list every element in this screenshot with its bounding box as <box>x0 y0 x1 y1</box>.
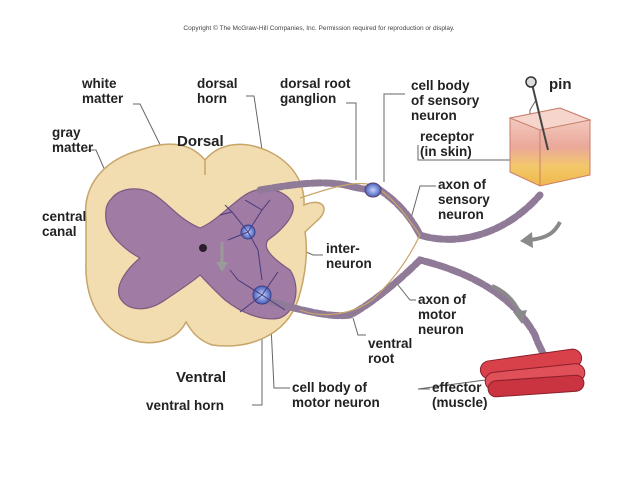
nerve-trunk <box>299 182 421 316</box>
label-axon-sensory: axon of sensory neuron <box>438 177 490 222</box>
label-gray-matter: gray matter <box>52 125 94 155</box>
label-interneuron: inter- neuron <box>326 241 372 271</box>
central-canal <box>199 244 207 252</box>
label-pin: pin <box>549 76 572 93</box>
label-ventral: Ventral <box>176 369 227 386</box>
ventral-root <box>261 256 556 376</box>
label-ventral-root: ventral root <box>368 336 413 366</box>
label-dorsal: Dorsal <box>177 133 224 150</box>
label-receptor: receptor (in skin) <box>420 129 475 159</box>
label-cell-body-sensory: cell body of sensory neuron <box>411 78 480 123</box>
label-white-matter: white matter <box>82 76 124 106</box>
dendrites <box>219 199 286 313</box>
muscle-effector <box>479 348 586 398</box>
skin-block <box>508 107 592 187</box>
label-dorsal-horn: dorsal horn <box>197 76 238 106</box>
reflex-arrow-1 <box>529 221 562 242</box>
label-ventral-horn: ventral horn <box>146 398 225 413</box>
label-axon-motor: axon of motor neuron <box>418 292 467 337</box>
pin-head <box>525 76 537 88</box>
label-effector: effector (muscle) <box>432 380 488 410</box>
label-cell-body-motor: cell body of motor neuron <box>292 380 380 410</box>
sensory-cell-body <box>364 182 382 198</box>
label-central-canal: central canal <box>42 209 87 239</box>
copyright-notice: Copyright © The McGraw-Hill Companies, I… <box>183 25 455 32</box>
label-dorsal-root-ganglion: dorsal root ganglion <box>280 76 351 106</box>
reflex-arrow-2 <box>491 284 522 315</box>
pin-shaft <box>531 83 549 151</box>
